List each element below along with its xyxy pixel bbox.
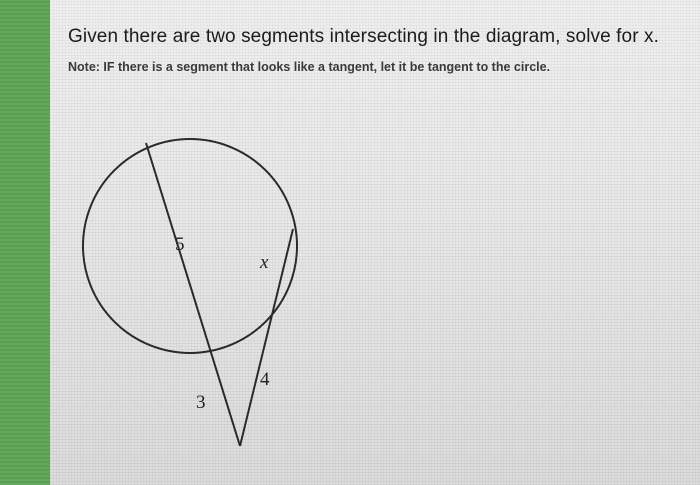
tangent-line — [239, 228, 294, 447]
label-3: 3 — [196, 392, 206, 413]
background-stripe — [0, 0, 56, 485]
question-note: Note: IF there is a segment that looks l… — [68, 60, 551, 74]
label-x: x — [259, 252, 269, 273]
question-panel — [50, 0, 700, 485]
label-5: 5 — [175, 234, 185, 255]
circle — [82, 138, 298, 354]
secant-line — [145, 142, 241, 447]
label-4: 4 — [260, 369, 270, 390]
question-title: Given there are two segments intersectin… — [68, 26, 659, 47]
